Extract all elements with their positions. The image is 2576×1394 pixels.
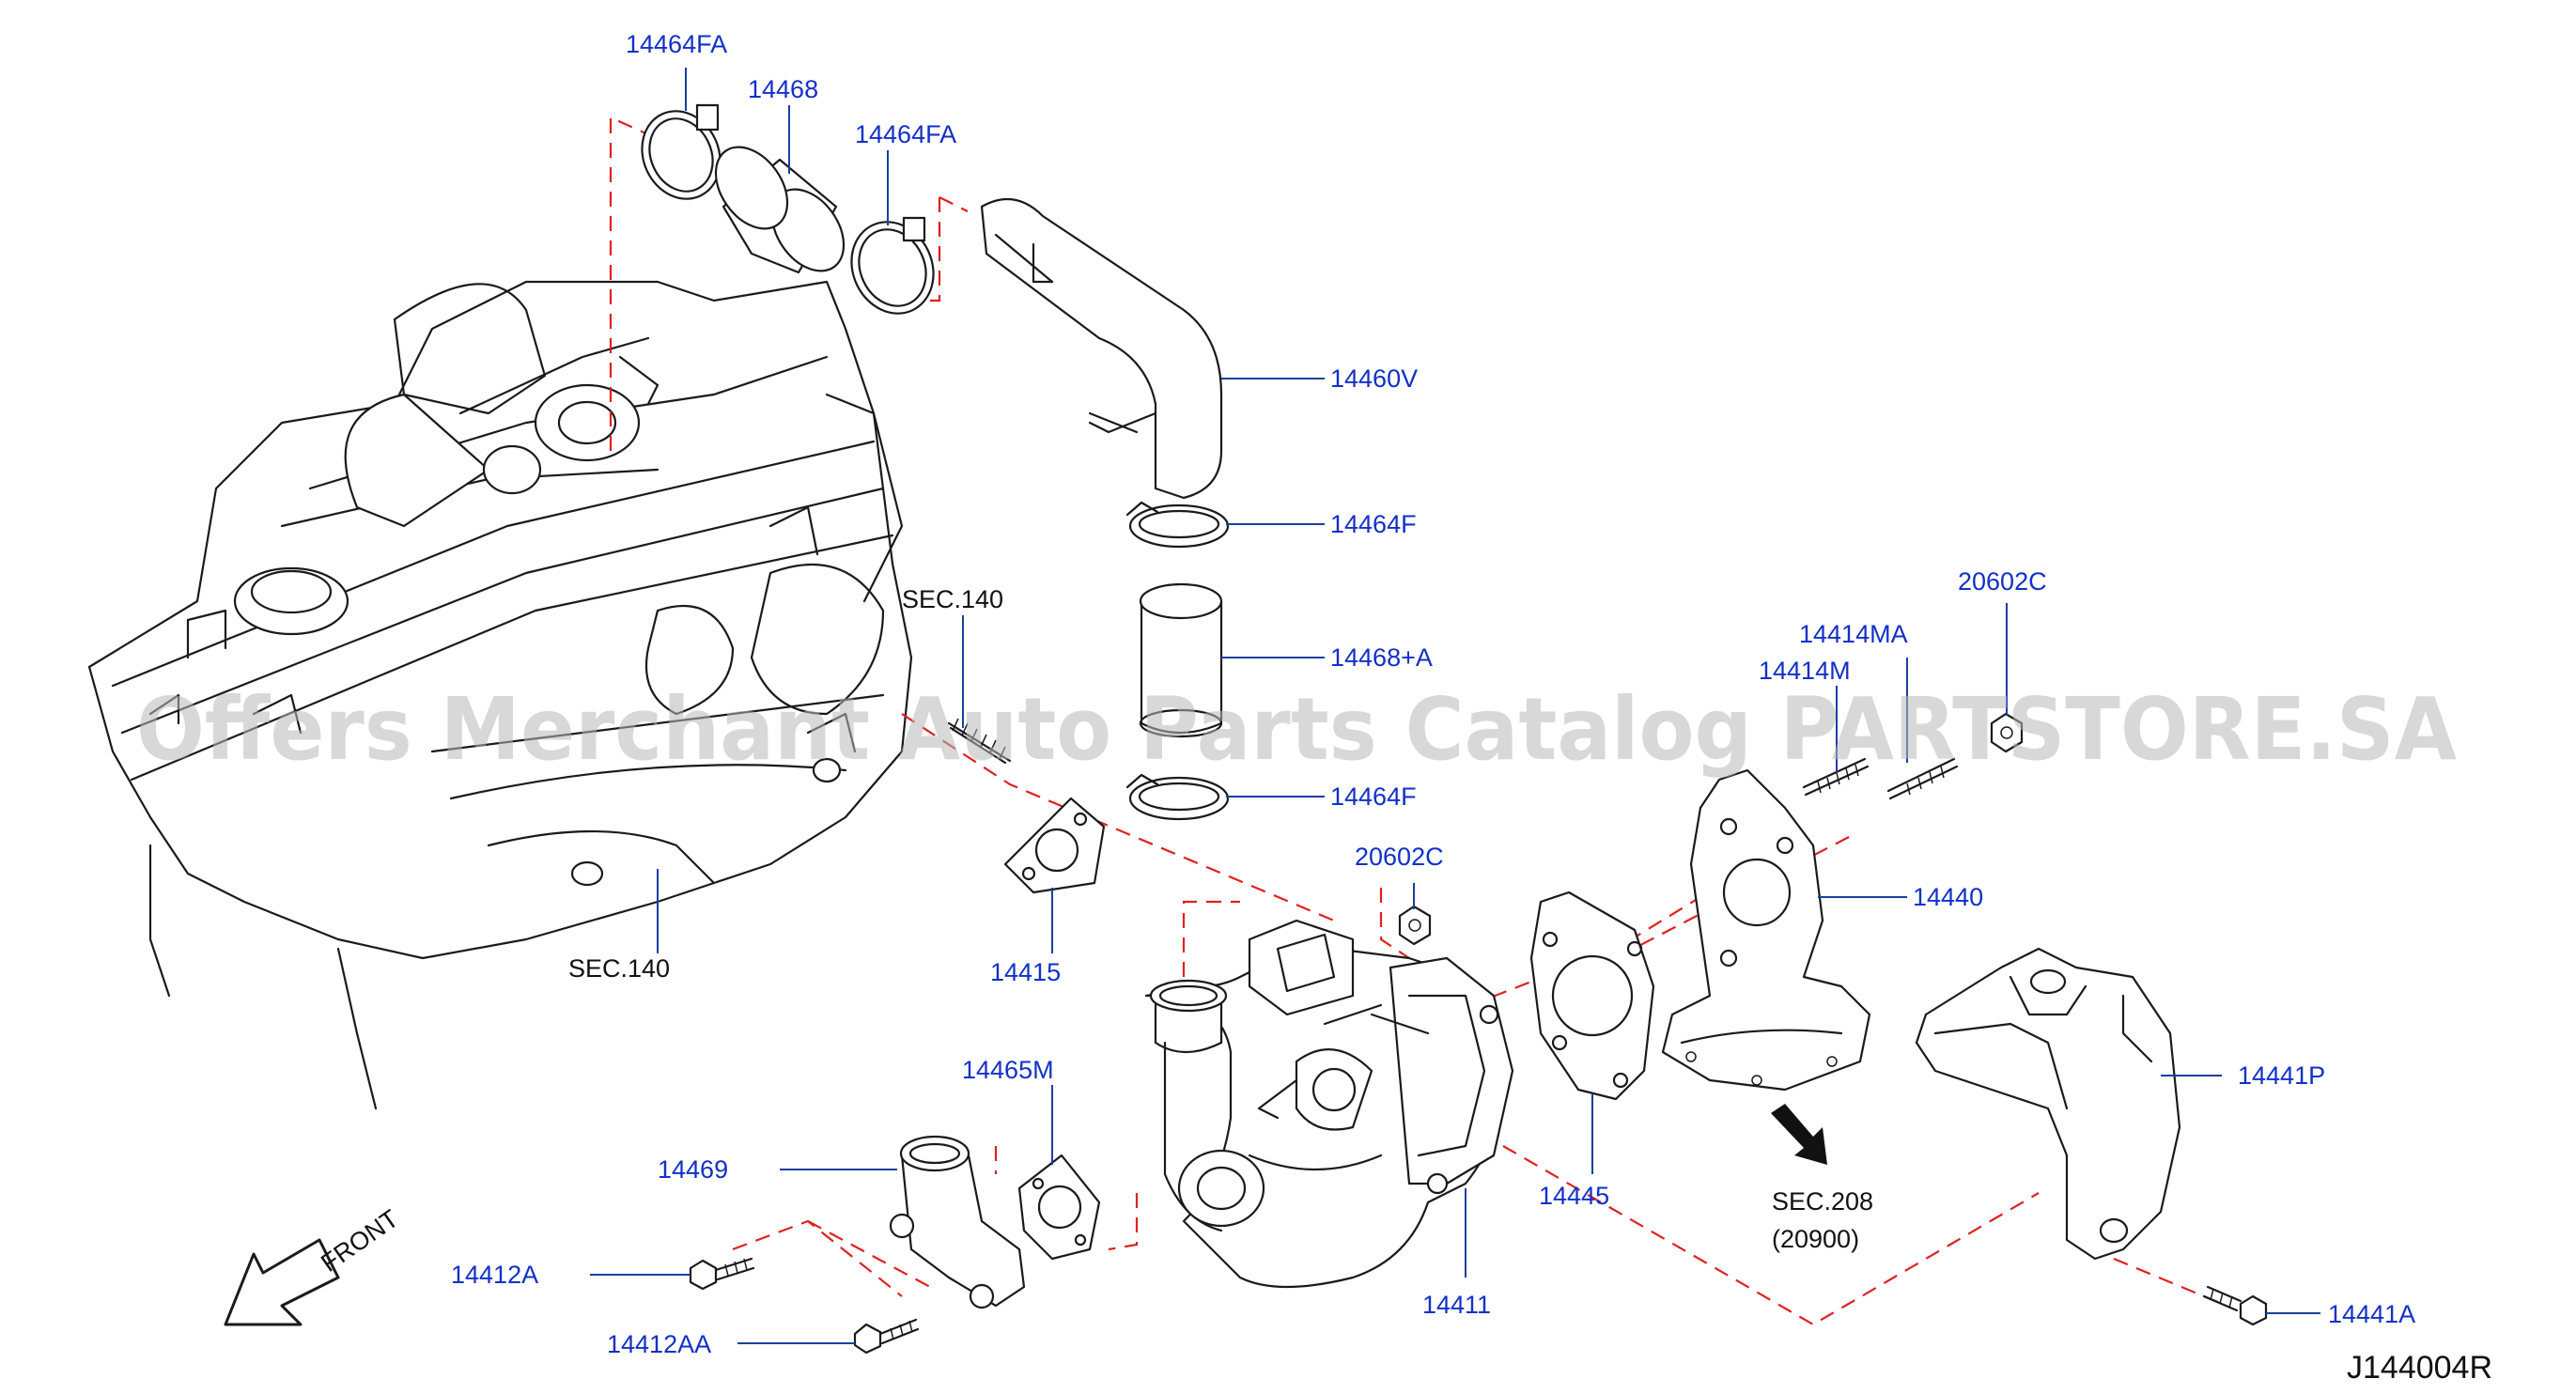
bolt-14412AA — [853, 1318, 920, 1355]
gasket-14465M — [1017, 1154, 1101, 1261]
label-14411: 14411 — [1422, 1291, 1491, 1319]
clamp-14464F-lower — [1125, 773, 1230, 821]
fitting-14469 — [889, 1135, 1026, 1309]
label-14445: 14445 — [1539, 1182, 1609, 1210]
sec208-arrow — [1771, 1104, 1827, 1165]
heat-shield-14441P — [1915, 947, 2181, 1261]
clamp-14464FA-top — [641, 103, 722, 200]
clamp-14464F-upper — [1125, 501, 1230, 549]
label-20602C-mid: 20602C — [1355, 843, 1444, 871]
part-labels: 14464FA 14468 14464FA 14460V 14464F 1446… — [451, 30, 2415, 1358]
turbocharger-14411 — [1144, 919, 1514, 1289]
label-14468: 14468 — [748, 75, 818, 103]
label-14441A: 14441A — [2328, 1300, 2415, 1328]
tube-14460V — [980, 197, 1223, 500]
label-14412AA: 14412AA — [607, 1330, 711, 1358]
watermark-text: Offers Merchant Auto Parts Catalog PARTS… — [136, 679, 2457, 780]
stud-sec140 — [947, 718, 1012, 765]
section-references: SEC.140 SEC.140 SEC.208 (20900) — [568, 585, 1873, 1253]
label-14412A: 14412A — [451, 1261, 538, 1289]
drawing-code: J144004R — [2347, 1350, 2492, 1386]
label-14464FA-mid: 14464FA — [855, 120, 956, 148]
engine-cylinder-head — [87, 280, 913, 1110]
label-20602C-right: 20602C — [1958, 567, 2047, 596]
label-14440: 14440 — [1913, 883, 1983, 911]
sec208-sub-label: (20900) — [1772, 1225, 1859, 1253]
label-14468A: 14468+A — [1330, 643, 1433, 672]
gasket-14415 — [1003, 797, 1106, 894]
label-14465M: 14465M — [962, 1056, 1054, 1084]
sec140-upper-label: SEC.140 — [902, 585, 1003, 613]
label-14469: 14469 — [658, 1155, 728, 1184]
stud-14414MA — [1886, 757, 1959, 800]
label-14464F-lower: 14464F — [1330, 782, 1417, 811]
hose-14468A — [1139, 582, 1223, 738]
front-label: FRONT — [316, 1204, 403, 1278]
label-14464F-upper: 14464F — [1330, 510, 1417, 538]
bolt-14441A — [2202, 1285, 2268, 1326]
bolt-14412A — [689, 1257, 755, 1291]
front-arrow-icon — [224, 1238, 340, 1326]
sec208-label: SEC.208 — [1772, 1187, 1873, 1216]
label-14460V: 14460V — [1330, 364, 1418, 393]
hose-14468 — [714, 146, 846, 274]
leader-lines — [590, 68, 2320, 1344]
label-14464FA-top: 14464FA — [626, 30, 727, 58]
outlet-14440 — [1661, 768, 1871, 1092]
label-14415: 14415 — [990, 958, 1061, 986]
label-14414MA: 14414MA — [1799, 620, 1908, 648]
clamp-14464FA-mid — [850, 216, 935, 315]
nut-20602C-mid — [1398, 905, 1432, 946]
gasket-14445 — [1529, 891, 1655, 1101]
label-14414M: 14414M — [1759, 657, 1851, 685]
label-14441P: 14441P — [2238, 1061, 2325, 1090]
sec140-lower-label: SEC.140 — [568, 954, 670, 983]
stud-14414M — [1802, 757, 1870, 797]
